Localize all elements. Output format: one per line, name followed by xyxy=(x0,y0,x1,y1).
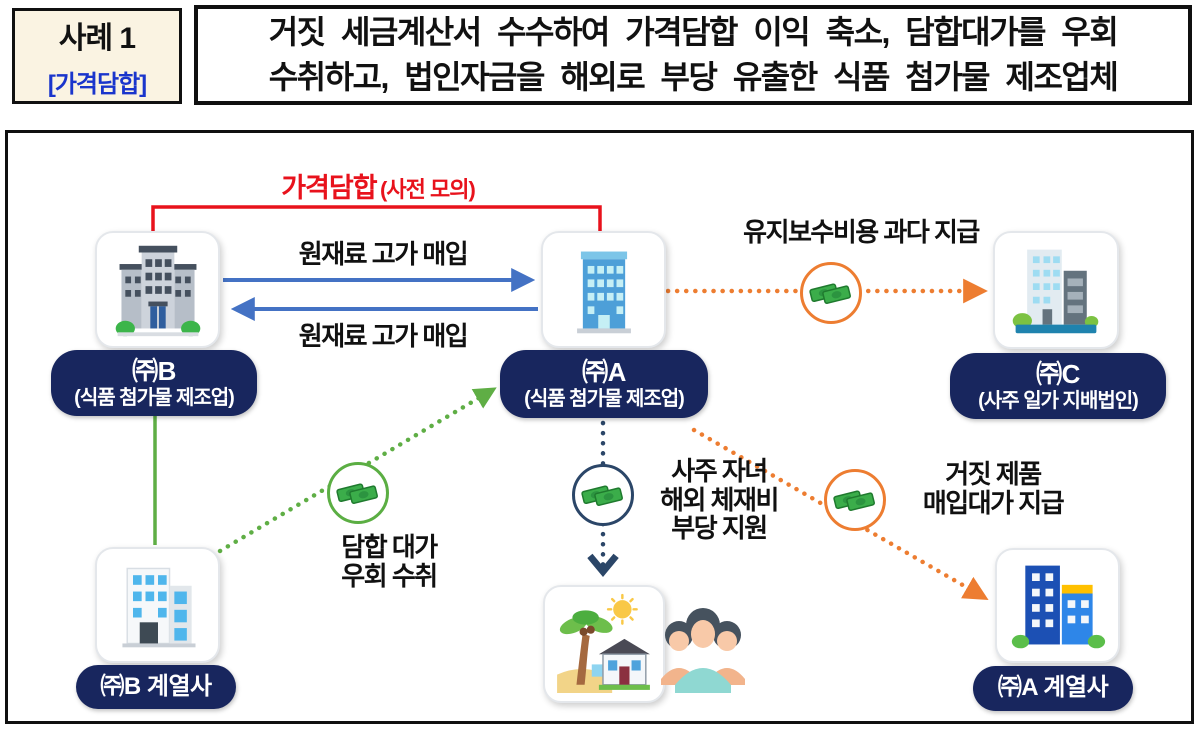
white-office-building-icon xyxy=(121,567,195,648)
money-icon-collusion-payment xyxy=(327,462,389,524)
company-a-affiliate-card xyxy=(995,548,1120,663)
money-icon-maintenance xyxy=(800,262,862,324)
label-overseas-support: 사주 자녀 해외 체재비 부당 지원 xyxy=(634,457,804,543)
label-collusion-payment: 담합 대가 우회 수취 xyxy=(284,533,494,590)
collusion-label: 가격담합 (사전 모의) xyxy=(243,166,513,205)
company-b-affiliate-pill: ㈜B 계열사 xyxy=(76,665,236,709)
company-c-pill: ㈜C (사주 일가 지배법인) xyxy=(950,353,1166,419)
label-overseas-support-line3: 부당 지원 xyxy=(671,513,768,544)
label-overseas-support-line2: 해외 체재비 xyxy=(660,484,779,515)
company-a-card xyxy=(541,231,666,348)
money-icon-fake-purchase xyxy=(824,469,886,531)
label-collusion-payment-line1: 담합 대가 xyxy=(341,532,438,562)
label-overseas-support-line1: 사주 자녀 xyxy=(671,456,768,486)
collusion-label-main: 가격담합 xyxy=(281,173,377,203)
company-c-name: ㈜C xyxy=(1036,358,1080,389)
blue-office-building-icon xyxy=(576,251,631,333)
money-bills-icon xyxy=(809,283,851,304)
label-fake-product-payment-line1: 거짓 제품 xyxy=(945,459,1042,489)
flow-diagram: 가격담합 (사전 모의) xyxy=(5,130,1194,724)
case-category: [가격담합] xyxy=(47,71,147,98)
case-number-box: 사례 1 [가격담합] xyxy=(12,8,182,104)
money-bills-icon xyxy=(581,485,623,506)
company-b-desc: (식품 첨가물 제조업) xyxy=(74,386,235,409)
company-a-affiliate-pill: ㈜A 계열사 xyxy=(973,666,1133,711)
company-b-affiliate-card xyxy=(95,547,220,663)
case-title-line1: 거짓 세금계산서 수수하여 가격담합 이익 축소, 담합대가를 우회 xyxy=(268,14,1119,50)
company-b-card xyxy=(95,231,220,348)
money-icon-overseas-support xyxy=(572,464,634,526)
company-c-card xyxy=(993,231,1119,349)
label-fake-product-payment: 거짓 제품 매입대가 지급 xyxy=(883,460,1103,517)
twin-towers-building-icon xyxy=(1012,249,1099,334)
company-a-pill: ㈜A (식품 첨가물 제조업) xyxy=(500,350,708,418)
blue-twin-buildings-icon xyxy=(1011,565,1105,648)
label-collusion-payment-line2: 우회 수취 xyxy=(341,560,438,591)
label-raw-material-top: 원재료 고가 매입 xyxy=(298,239,469,269)
collusion-label-sub: (사전 모의) xyxy=(380,177,476,202)
company-a-name: ㈜A xyxy=(582,356,626,387)
label-maintenance-overpay: 유지보수비용 과다 지급 xyxy=(743,217,980,247)
money-bills-icon xyxy=(336,483,378,504)
overseas-stay-card xyxy=(543,585,665,703)
case-title-box: 거짓 세금계산서 수수하여 가격담합 이익 축소, 담합대가를 우회 수취하고,… xyxy=(194,5,1192,105)
family-group-icon xyxy=(661,608,745,693)
company-a-desc: (식품 첨가물 제조업) xyxy=(524,387,685,410)
label-raw-material-bottom: 원재료 고가 매입 xyxy=(298,321,469,351)
money-bills-icon xyxy=(833,490,875,511)
company-c-desc: (사주 일가 지배법인) xyxy=(978,389,1139,412)
gray-office-building-icon xyxy=(115,245,200,336)
case-title-line2: 수취하고, 법인자금을 해외로 부당 유출한 식품 첨가물 제조업체 xyxy=(268,59,1119,95)
label-fake-product-payment-line2: 매입대가 지급 xyxy=(922,487,1065,518)
company-b-pill: ㈜B (식품 첨가물 제조업) xyxy=(51,350,257,416)
case-number: 사례 1 xyxy=(58,22,136,55)
beach-palm-house-icon xyxy=(557,593,650,693)
collusion-bracket-line xyxy=(151,205,602,233)
company-b-name: ㈜B xyxy=(132,355,176,386)
